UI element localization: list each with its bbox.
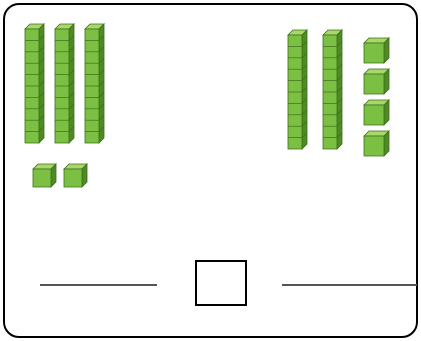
- right-ones-cube: [364, 69, 389, 94]
- comparison-answer-box[interactable]: [195, 260, 247, 306]
- answer-line-right[interactable]: [282, 284, 417, 286]
- left-ones-cube: [64, 164, 87, 187]
- left-tens-rod: [55, 24, 74, 143]
- answer-line-left[interactable]: [40, 284, 157, 286]
- left-tens-rod: [25, 24, 44, 143]
- right-ones-cube: [364, 100, 389, 125]
- right-tens-rod: [323, 30, 342, 149]
- right-ones-cube: [364, 38, 389, 63]
- left-tens-rod: [85, 24, 104, 143]
- right-ones-cube: [364, 131, 389, 156]
- right-tens-rod: [288, 30, 307, 149]
- left-ones-cube: [33, 164, 56, 187]
